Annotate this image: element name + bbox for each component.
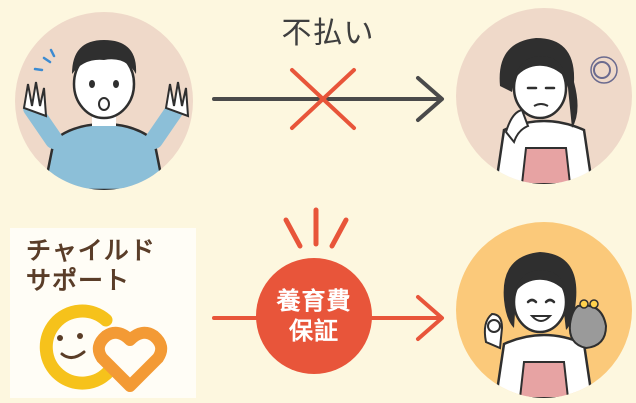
- logo-title-line1: チャイルド: [26, 236, 156, 265]
- logo-smile-heart-icon: [39, 304, 168, 392]
- mother-worried-illustration: [456, 8, 632, 184]
- logo-title: チャイルド サポート: [26, 236, 156, 296]
- guarantee-badge-label: 養育費 保証: [252, 286, 376, 346]
- logo-title-line2: サポート: [26, 266, 131, 295]
- badge-line2: 保証: [289, 317, 339, 345]
- badge-line1: 養育費: [276, 287, 352, 315]
- father-panicked-illustration: [15, 12, 193, 190]
- burst-rays-icon: [283, 207, 349, 249]
- cross-mark-icon: [290, 68, 356, 130]
- nonpayment-arrow: [212, 76, 444, 122]
- mother-happy-illustration: [456, 222, 632, 398]
- guarantee-badge: [256, 258, 372, 374]
- nonpayment-label: 不払い: [281, 16, 375, 51]
